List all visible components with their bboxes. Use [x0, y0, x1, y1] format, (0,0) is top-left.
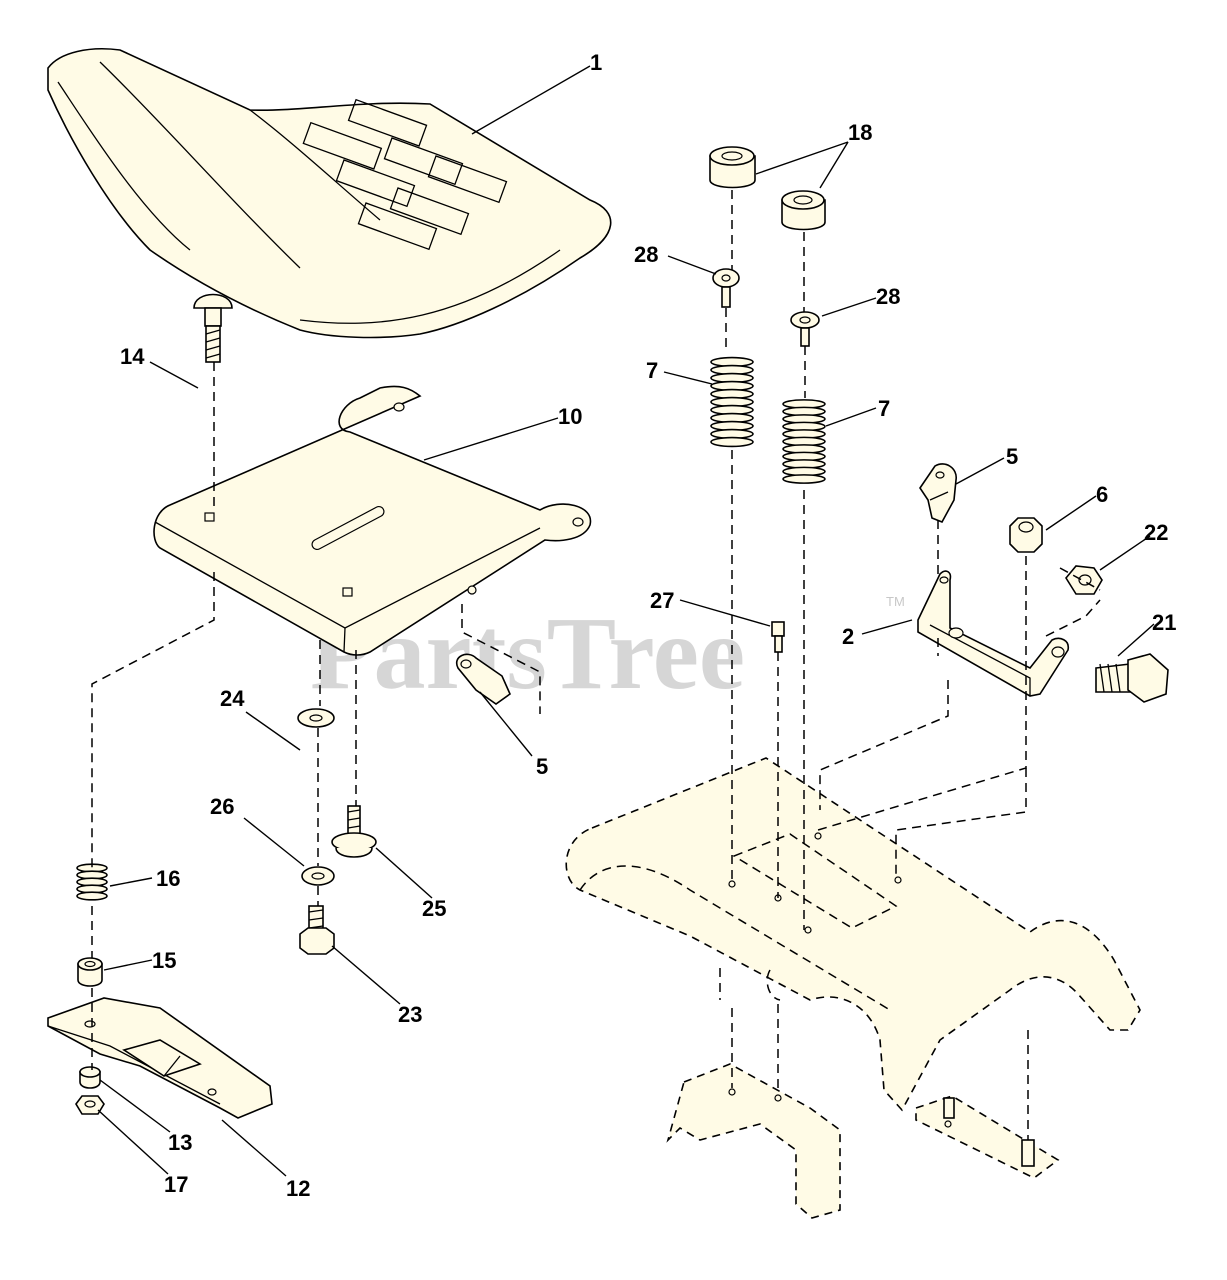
- callout-6: 6: [1096, 482, 1108, 507]
- callout-16: 16: [156, 866, 180, 891]
- callout-28-right: 28: [876, 284, 900, 309]
- bushing[interactable]: [79, 1066, 101, 1089]
- seat-pan[interactable]: [153, 385, 592, 656]
- spacer[interactable]: [77, 957, 103, 987]
- callout-17: 17: [164, 1172, 188, 1197]
- spring-right[interactable]: [782, 399, 826, 484]
- bolt-27[interactable]: [771, 621, 785, 653]
- callout-25: 25: [422, 896, 446, 921]
- callout-7-left: 7: [646, 358, 658, 383]
- callout-13: 13: [168, 1130, 192, 1155]
- callout-5-upper: 5: [1006, 444, 1018, 469]
- hex-nut[interactable]: [1009, 517, 1043, 553]
- leader-lines: [97, 65, 1155, 1177]
- shoulder-bolt[interactable]: [1095, 653, 1169, 703]
- callout-21: 21: [1152, 610, 1176, 635]
- flange-nut[interactable]: [75, 1095, 105, 1115]
- spring-coil: [710, 436, 754, 448]
- latch-lower[interactable]: [455, 653, 511, 705]
- lock-washer[interactable]: [301, 866, 335, 886]
- tractor-frame: [565, 757, 1141, 1219]
- lock-washer-screw-right[interactable]: [790, 311, 820, 347]
- shoulder-screw[interactable]: [331, 805, 377, 858]
- callout-7-right: 7: [878, 396, 890, 421]
- pivot-bracket[interactable]: [917, 570, 1070, 697]
- spring-coil: [782, 474, 826, 484]
- flat-washer[interactable]: [297, 708, 335, 728]
- callout-24: 24: [220, 686, 245, 711]
- spring-small[interactable]: [76, 863, 108, 901]
- callout-28-left: 28: [634, 242, 658, 267]
- callout-27: 27: [650, 588, 674, 613]
- lock-washer-screw-left[interactable]: [712, 268, 740, 308]
- latch-upper[interactable]: [919, 463, 957, 524]
- callout-22: 22: [1144, 520, 1168, 545]
- seat[interactable]: [47, 48, 612, 339]
- callout-1: 1: [590, 50, 602, 75]
- watermark-trademark: TM: [886, 594, 905, 609]
- callout-26: 26: [210, 794, 234, 819]
- callout-2: 2: [842, 624, 854, 649]
- callout-12: 12: [286, 1176, 310, 1201]
- callout-15: 15: [152, 948, 176, 973]
- callout-18: 18: [848, 120, 872, 145]
- rubber-bumper-right[interactable]: [781, 190, 826, 231]
- carriage-bolt[interactable]: [193, 293, 233, 363]
- assembly-lines: [91, 190, 1101, 1140]
- nut[interactable]: [1065, 565, 1103, 595]
- callout-5-lower: 5: [536, 754, 548, 779]
- callout-23: 23: [398, 1002, 422, 1027]
- rubber-bumper-left[interactable]: [709, 146, 756, 189]
- callout-10: 10: [558, 404, 582, 429]
- mounting-plate[interactable]: [47, 997, 273, 1119]
- callout-14: 14: [120, 344, 145, 369]
- callout-labels: 1 18 28 28 14 10 7 7 5 6 22 27 2 21 24 5…: [120, 50, 1176, 1201]
- hex-bolt[interactable]: [299, 905, 335, 955]
- spring-coil: [76, 891, 108, 901]
- spring-left[interactable]: [710, 356, 754, 448]
